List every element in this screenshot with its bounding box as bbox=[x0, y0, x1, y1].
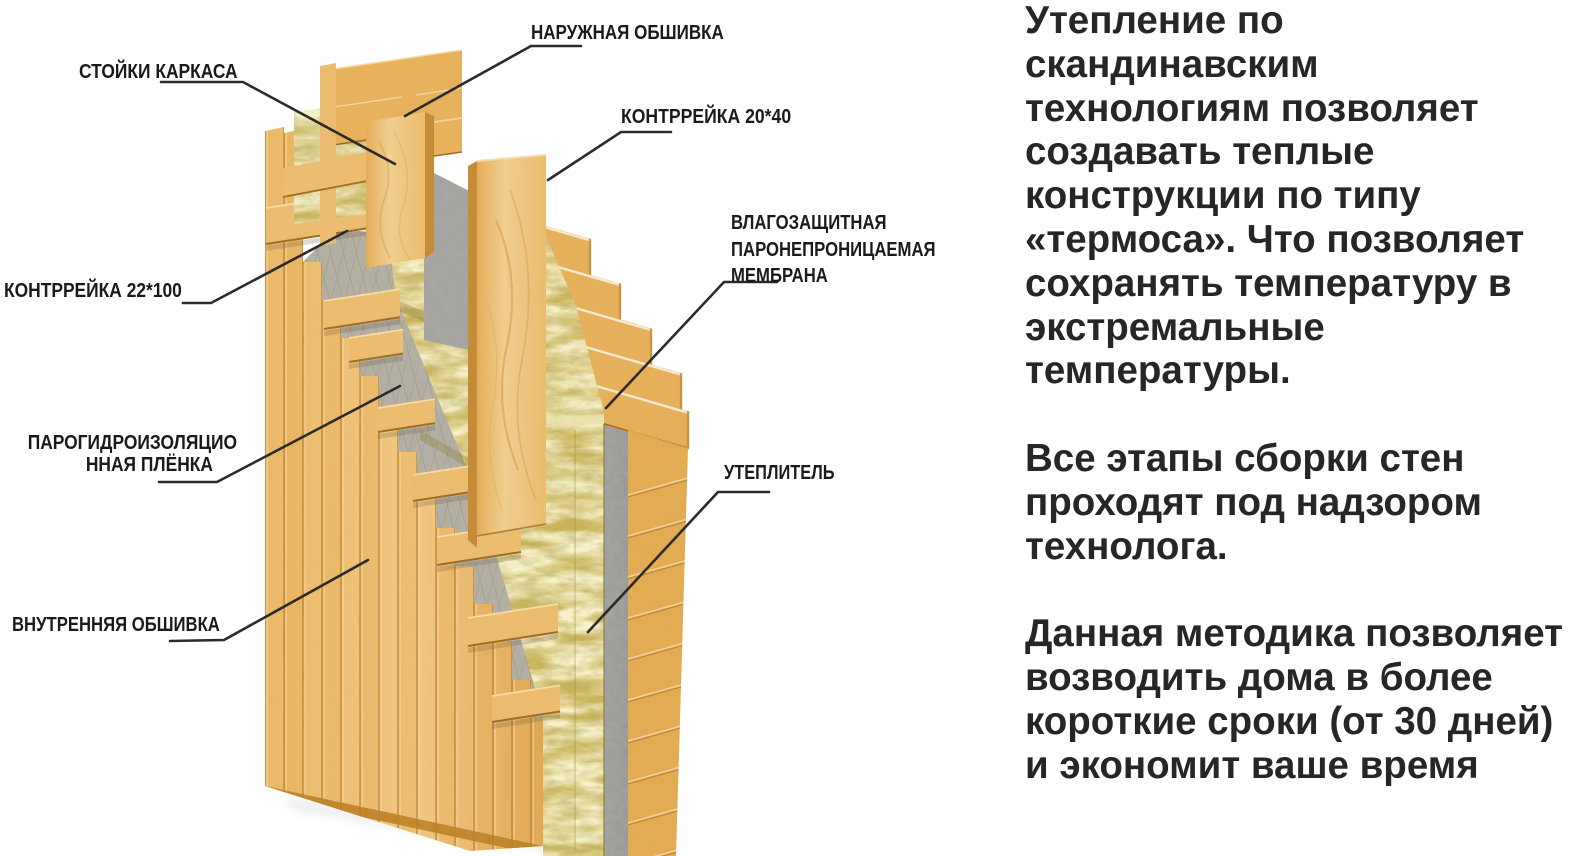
description-text: Утепление по скандинавским технологиям п… bbox=[1025, 0, 1584, 787]
label-vlagozashchitnaya-membrana: ВЛАГОЗАЩИТНАЯ ПАРОНЕПРОНИЦАЕМАЯ МЕМБРАНА bbox=[731, 212, 936, 287]
label-vnutrennyaya-obshivka: ВНУТРЕННЯЯ ОБШИВКА bbox=[12, 614, 220, 637]
label-parogidroizolyacionnaya-plyonka: ПАРОГИДРОИЗОЛЯЦИО ННАЯ ПЛЁНКА bbox=[27, 431, 238, 476]
label-kontrreyka-22-100: КОНТРРЕЙКА 22*100 bbox=[4, 280, 182, 303]
leader-line bbox=[546, 130, 673, 182]
description-paragraph: Утепление по скандинавским технологиям п… bbox=[1025, 0, 1525, 393]
leader-line bbox=[586, 490, 771, 634]
label-stoyki-karkasa: СТОЙКИ КАРКАСА bbox=[79, 60, 238, 83]
leader-line bbox=[403, 44, 583, 118]
leader-line bbox=[159, 80, 397, 166]
label-naruzhnaya-obshivka: НАРУЖНАЯ ОБШИВКА bbox=[531, 21, 724, 44]
description-paragraph: Данная методика позволяет возводить дома… bbox=[1025, 612, 1563, 787]
leader-line bbox=[168, 558, 370, 643]
label-kontrreyka-20-40: КОНТРРЕЙКА 20*40 bbox=[621, 105, 792, 128]
leader-lines bbox=[157, 44, 779, 643]
label-uteplitel: УТЕПЛИТЕЛЬ bbox=[724, 462, 835, 485]
leader-line bbox=[157, 384, 402, 484]
description-paragraph: Все этапы сборки стен проходят под надзо… bbox=[1025, 436, 1482, 568]
tall-batten bbox=[468, 154, 547, 548]
frame-studs-group bbox=[282, 49, 463, 268]
leader-line bbox=[604, 280, 779, 410]
leader-line bbox=[181, 229, 349, 305]
